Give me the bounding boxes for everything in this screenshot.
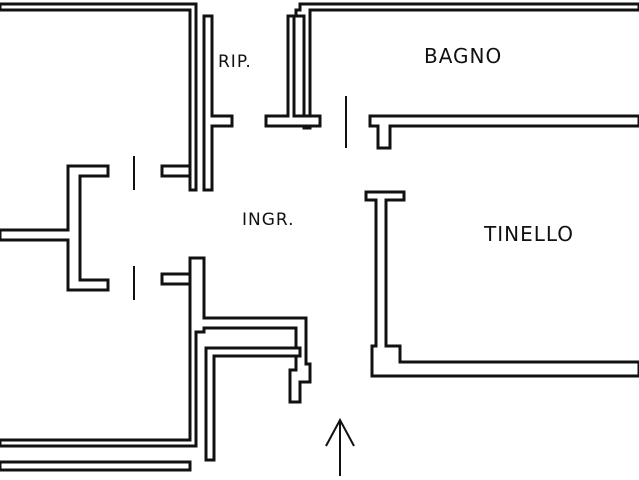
room-label-ripostiglio: RIP.: [218, 52, 252, 72]
left-upper-stub: [160, 164, 192, 178]
up-arrow-icon: [325, 417, 355, 476]
ripostiglio-wall-left: [202, 14, 234, 192]
bottom-outer-wall: [0, 460, 192, 472]
room-label-bagno: BAGNO: [424, 44, 502, 68]
top-wall-right: [294, 2, 639, 130]
tinello-wall: [364, 190, 639, 378]
room-label-ingresso: INGR.: [242, 210, 295, 230]
room-label-tinello: TINELLO: [483, 222, 574, 246]
ripostiglio-wall-right: [264, 14, 322, 128]
bagno-bottom-wall: [368, 114, 639, 150]
left-lower-wall: [0, 256, 312, 448]
corridor-bottom-wall: [204, 346, 302, 462]
top-wall-left: [0, 2, 198, 192]
left-bracket-wall: [0, 164, 110, 292]
